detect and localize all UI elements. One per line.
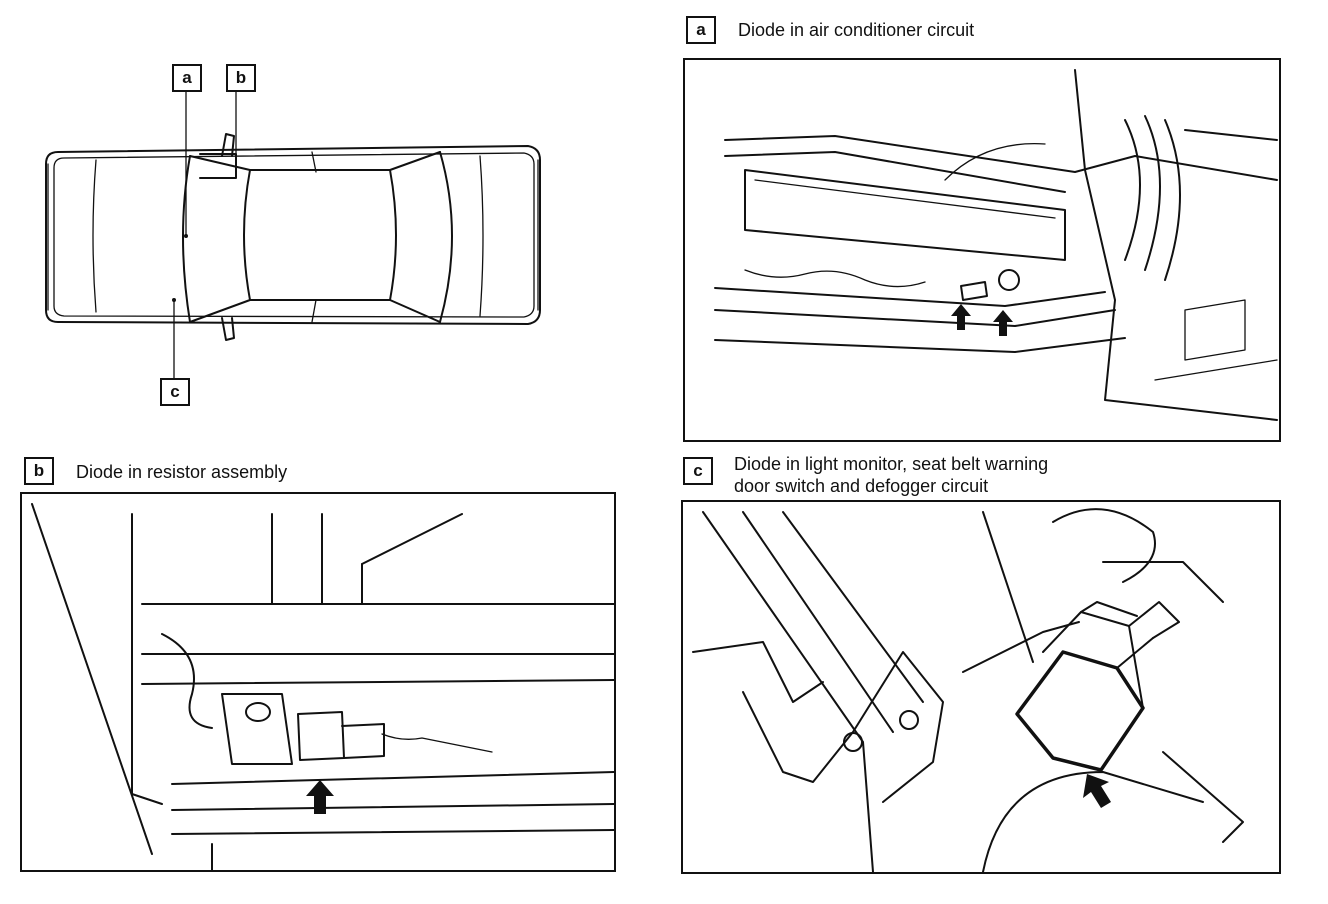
- panel-b-caption: Diode in resistor assembly: [76, 462, 288, 482]
- callout-b-label: b: [226, 64, 256, 92]
- resistor-assembly-diode-drawing: [31, 503, 614, 870]
- panel-a-caption: Diode in air conditioner circuit: [738, 20, 975, 40]
- panel-b-letter: b: [24, 457, 54, 485]
- air-conditioner-diode-drawing: [714, 69, 1278, 421]
- panel-c-caption-line2: door switch and defogger circuit: [734, 476, 989, 496]
- car-outline-drawing: [45, 89, 541, 381]
- panel-c-illustration: [681, 500, 1281, 874]
- callout-c-label: c: [160, 378, 190, 406]
- callout-a-label: a: [172, 64, 202, 92]
- light-monitor-diode-drawing: [692, 508, 1244, 872]
- panel-a-letter: a: [686, 16, 716, 44]
- panel-c-caption-line1: Diode in light monitor, seat belt warnin…: [734, 454, 1049, 474]
- panel-c-letter: c: [683, 457, 713, 485]
- panel-a-illustration: [683, 58, 1281, 442]
- panel-b-illustration: [20, 492, 616, 872]
- car-top-view: a b c: [40, 60, 560, 420]
